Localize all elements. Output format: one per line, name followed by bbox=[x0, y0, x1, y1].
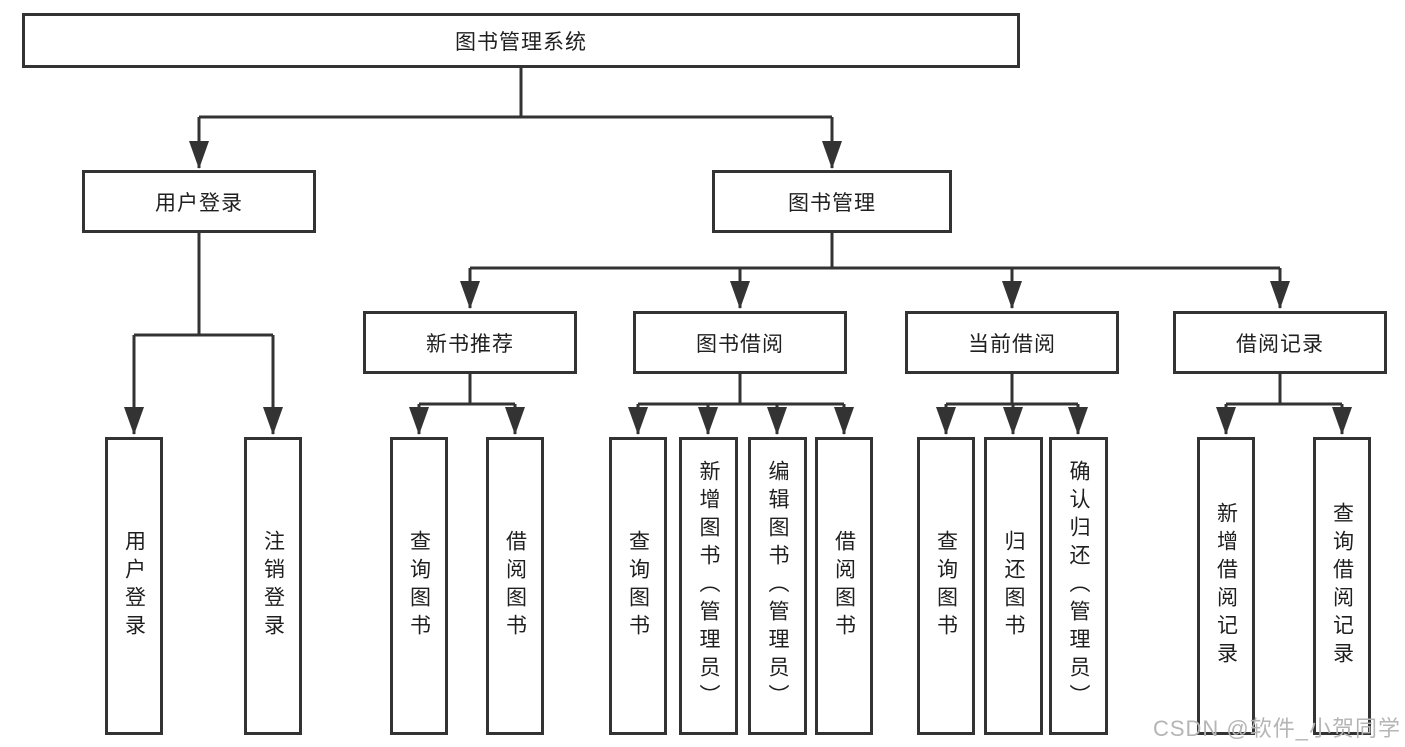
node-user-login-leaf: 用户登录 bbox=[105, 437, 163, 735]
node-logout-label: 注销登录 bbox=[261, 530, 285, 642]
node-query-borrow-record: 查询借阅记录 bbox=[1313, 437, 1371, 735]
node-book-borrow: 图书借阅 bbox=[633, 311, 847, 374]
node-add-book-admin: 新增图书（管理员） bbox=[679, 437, 738, 735]
node-query-books-current-label: 查询图书 bbox=[934, 530, 958, 642]
node-library-system: 图书管理系统 bbox=[22, 13, 1020, 68]
node-query-books-borrow: 查询图书 bbox=[609, 437, 667, 735]
node-user-login: 用户登录 bbox=[82, 170, 316, 233]
node-return-book-label: 归还图书 bbox=[1002, 530, 1025, 642]
connector-root-branch bbox=[199, 68, 832, 119]
node-borrow-records: 借阅记录 bbox=[1173, 311, 1387, 374]
node-query-books-borrow-label: 查询图书 bbox=[626, 530, 650, 642]
node-query-books-recommend: 查询图书 bbox=[390, 437, 448, 735]
connector-current-branch bbox=[946, 374, 1078, 406]
node-logout: 注销登录 bbox=[244, 437, 302, 735]
node-borrow-book: 借阅图书 bbox=[815, 437, 873, 735]
node-current-borrow: 当前借阅 bbox=[905, 311, 1119, 374]
node-current-borrow-label: 当前借阅 bbox=[968, 332, 1056, 356]
node-user-login-leaf-label: 用户登录 bbox=[122, 530, 146, 642]
node-query-books-recommend-label: 查询图书 bbox=[407, 530, 431, 642]
connector-record-branch bbox=[1226, 374, 1342, 406]
connector-borrow-branch bbox=[638, 374, 844, 406]
node-borrow-book-label: 借阅图书 bbox=[832, 530, 856, 642]
node-edit-book-admin: 编辑图书（管理员） bbox=[748, 437, 807, 735]
connector-newbook-branch bbox=[419, 374, 515, 406]
node-book-management-label: 图书管理 bbox=[788, 191, 876, 215]
node-borrow-books-recommend: 借阅图书 bbox=[486, 437, 544, 735]
csdn-watermark: CSDN @软件_小贺同学 bbox=[1152, 716, 1401, 741]
connector-mgmt-branch bbox=[470, 233, 1280, 270]
node-new-book-recommend: 新书推荐 bbox=[363, 311, 577, 374]
node-library-system-label: 图书管理系统 bbox=[455, 30, 587, 54]
node-add-borrow-record-label: 新增借阅记录 bbox=[1214, 502, 1238, 670]
node-book-borrow-label: 图书借阅 bbox=[696, 332, 784, 356]
node-book-management: 图书管理 bbox=[712, 170, 952, 233]
node-edit-book-admin-label: 编辑图书（管理员） bbox=[766, 460, 789, 712]
node-user-login-label: 用户登录 bbox=[155, 191, 243, 215]
node-confirm-return-admin-label: 确认归还（管理员） bbox=[1067, 460, 1090, 712]
node-borrow-books-recommend-label: 借阅图书 bbox=[503, 530, 527, 642]
connector-login-branch bbox=[134, 233, 273, 337]
node-add-borrow-record: 新增借阅记录 bbox=[1197, 437, 1255, 735]
node-query-borrow-record-label: 查询借阅记录 bbox=[1330, 502, 1354, 670]
node-add-book-admin-label: 新增图书（管理员） bbox=[697, 460, 720, 712]
node-borrow-records-label: 借阅记录 bbox=[1236, 332, 1324, 356]
node-new-book-recommend-label: 新书推荐 bbox=[426, 332, 514, 356]
node-confirm-return-admin: 确认归还（管理员） bbox=[1049, 437, 1108, 735]
node-query-books-current: 查询图书 bbox=[917, 437, 975, 735]
node-return-book: 归还图书 bbox=[984, 437, 1043, 735]
